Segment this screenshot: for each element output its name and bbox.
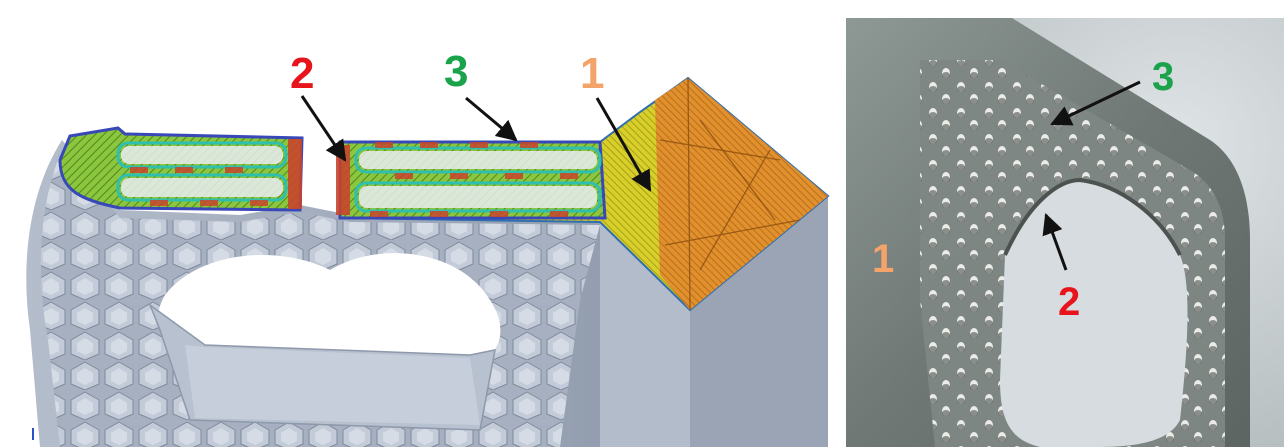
photo-label-3: 3: [1152, 55, 1174, 99]
slice-solid: [655, 78, 828, 310]
photo-arrow-2: [1042, 213, 1068, 271]
photo-label-2: 2: [1058, 280, 1080, 324]
slice-arm-contour: [336, 145, 350, 215]
arrow-3: [465, 96, 518, 142]
mesh-window: [158, 253, 501, 362]
block-front: [600, 215, 690, 447]
photo-arrow-3: [1050, 80, 1141, 126]
label-2: 2: [290, 49, 314, 98]
photo-window: [1000, 180, 1188, 447]
arrow-2: [300, 95, 347, 162]
label-1: 1: [580, 49, 604, 98]
block-side: [690, 196, 828, 447]
label-3: 3: [444, 47, 468, 96]
photo-label-1: 1: [872, 237, 894, 281]
cad-render: 2 3 1: [26, 47, 830, 447]
arrow-1: [595, 97, 652, 192]
photo-panel: 3 1 2: [846, 18, 1284, 447]
mesh-ledge-face: [185, 345, 480, 425]
slice-left-contour: [288, 139, 302, 209]
slice-left-channel-fill: [121, 146, 283, 197]
